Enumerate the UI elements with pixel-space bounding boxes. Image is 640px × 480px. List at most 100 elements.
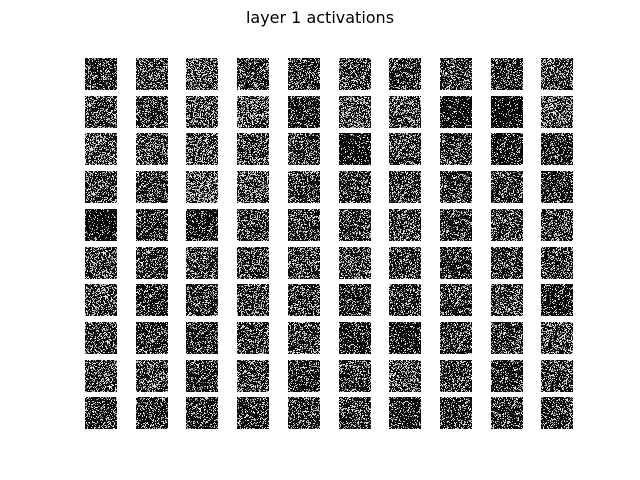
activation-tile-r8-c4 <box>237 322 269 354</box>
activation-tile-r10-c5 <box>288 397 320 429</box>
activation-tile-r2-c9 <box>491 96 523 128</box>
activation-tile-r8-c2 <box>136 322 168 354</box>
activation-tile-r8-c6 <box>339 322 371 354</box>
activation-tile-r5-c6 <box>339 209 371 241</box>
activation-tile-r10-c8 <box>440 397 472 429</box>
activation-tile-r5-c2 <box>136 209 168 241</box>
activation-tile-r4-c8 <box>440 171 472 203</box>
activation-tile-r9-c8 <box>440 360 472 392</box>
activation-tile-r4-c9 <box>491 171 523 203</box>
activation-tile-r1-c8 <box>440 58 472 90</box>
activation-tile-r2-c2 <box>136 96 168 128</box>
activation-tile-r2-c6 <box>339 96 371 128</box>
activation-tile-r5-c4 <box>237 209 269 241</box>
activation-tile-r3-c9 <box>491 133 523 165</box>
activation-tile-r7-c7 <box>389 284 421 316</box>
activation-tile-r5-c10 <box>541 209 573 241</box>
activation-tile-r6-c2 <box>136 247 168 279</box>
activation-tile-r6-c1 <box>85 247 117 279</box>
activation-tile-r1-c4 <box>237 58 269 90</box>
activation-tile-r2-c1 <box>85 96 117 128</box>
activation-tile-r6-c4 <box>237 247 269 279</box>
activation-tile-r7-c1 <box>85 284 117 316</box>
activation-tile-r8-c7 <box>389 322 421 354</box>
activation-tile-r6-c9 <box>491 247 523 279</box>
activation-tile-r1-c7 <box>389 58 421 90</box>
activation-tile-r1-c9 <box>491 58 523 90</box>
activation-tile-r1-c10 <box>541 58 573 90</box>
activation-tile-r9-c5 <box>288 360 320 392</box>
activation-tile-r10-c2 <box>136 397 168 429</box>
activation-tile-r3-c4 <box>237 133 269 165</box>
activation-tile-r2-c7 <box>389 96 421 128</box>
activation-tile-r3-c10 <box>541 133 573 165</box>
activation-tile-r5-c5 <box>288 209 320 241</box>
activation-tile-r6-c10 <box>541 247 573 279</box>
activation-tile-r4-c5 <box>288 171 320 203</box>
activation-tile-r6-c7 <box>389 247 421 279</box>
activation-tile-r8-c3 <box>186 322 218 354</box>
activation-tile-r7-c8 <box>440 284 472 316</box>
activation-tile-r9-c6 <box>339 360 371 392</box>
activation-tile-r3-c8 <box>440 133 472 165</box>
activation-tile-r6-c6 <box>339 247 371 279</box>
activation-tile-r8-c5 <box>288 322 320 354</box>
activation-tile-r10-c1 <box>85 397 117 429</box>
activation-tile-r9-c1 <box>85 360 117 392</box>
activation-tile-r7-c3 <box>186 284 218 316</box>
activation-tile-r8-c9 <box>491 322 523 354</box>
activation-tile-r1-c6 <box>339 58 371 90</box>
activation-tile-r7-c9 <box>491 284 523 316</box>
activation-tile-r10-c3 <box>186 397 218 429</box>
activation-tile-r9-c2 <box>136 360 168 392</box>
activation-tile-r7-c6 <box>339 284 371 316</box>
activation-tile-r9-c9 <box>491 360 523 392</box>
activation-tile-r10-c9 <box>491 397 523 429</box>
activation-tile-r10-c10 <box>541 397 573 429</box>
activation-tile-r3-c7 <box>389 133 421 165</box>
activation-tile-r3-c2 <box>136 133 168 165</box>
activation-tile-r4-c1 <box>85 171 117 203</box>
activation-tile-r6-c8 <box>440 247 472 279</box>
activation-tile-r5-c8 <box>440 209 472 241</box>
activation-tile-r2-c8 <box>440 96 472 128</box>
activation-tile-r10-c4 <box>237 397 269 429</box>
activation-tile-r2-c4 <box>237 96 269 128</box>
activation-tile-r5-c3 <box>186 209 218 241</box>
activation-tile-r3-c1 <box>85 133 117 165</box>
figure-title: layer 1 activations <box>245 8 395 27</box>
activation-tile-r1-c2 <box>136 58 168 90</box>
activation-tile-r7-c2 <box>136 284 168 316</box>
activation-tile-r4-c3 <box>186 171 218 203</box>
activation-tile-r9-c3 <box>186 360 218 392</box>
activation-tile-r4-c4 <box>237 171 269 203</box>
activation-tile-r2-c5 <box>288 96 320 128</box>
activation-tile-r1-c3 <box>186 58 218 90</box>
activation-tile-r10-c6 <box>339 397 371 429</box>
activation-tile-r9-c10 <box>541 360 573 392</box>
activation-tile-r9-c4 <box>237 360 269 392</box>
activation-tile-r5-c1 <box>85 209 117 241</box>
activation-tile-r5-c9 <box>491 209 523 241</box>
activation-tile-r3-c3 <box>186 133 218 165</box>
activation-tile-r4-c6 <box>339 171 371 203</box>
activation-tile-r8-c1 <box>85 322 117 354</box>
activation-tile-r3-c6 <box>339 133 371 165</box>
activation-tile-r8-c10 <box>541 322 573 354</box>
activation-tile-r7-c10 <box>541 284 573 316</box>
activation-tile-r6-c5 <box>288 247 320 279</box>
activation-tile-r2-c10 <box>541 96 573 128</box>
activation-tile-r1-c5 <box>288 58 320 90</box>
activation-tile-r8-c8 <box>440 322 472 354</box>
activation-tile-r6-c3 <box>186 247 218 279</box>
activation-tile-r2-c3 <box>186 96 218 128</box>
activation-tile-r9-c7 <box>389 360 421 392</box>
activation-tile-r4-c7 <box>389 171 421 203</box>
activation-tile-r1-c1 <box>85 58 117 90</box>
activation-tile-r4-c2 <box>136 171 168 203</box>
activation-tile-r5-c7 <box>389 209 421 241</box>
activation-tile-r7-c4 <box>237 284 269 316</box>
activation-tile-r4-c10 <box>541 171 573 203</box>
